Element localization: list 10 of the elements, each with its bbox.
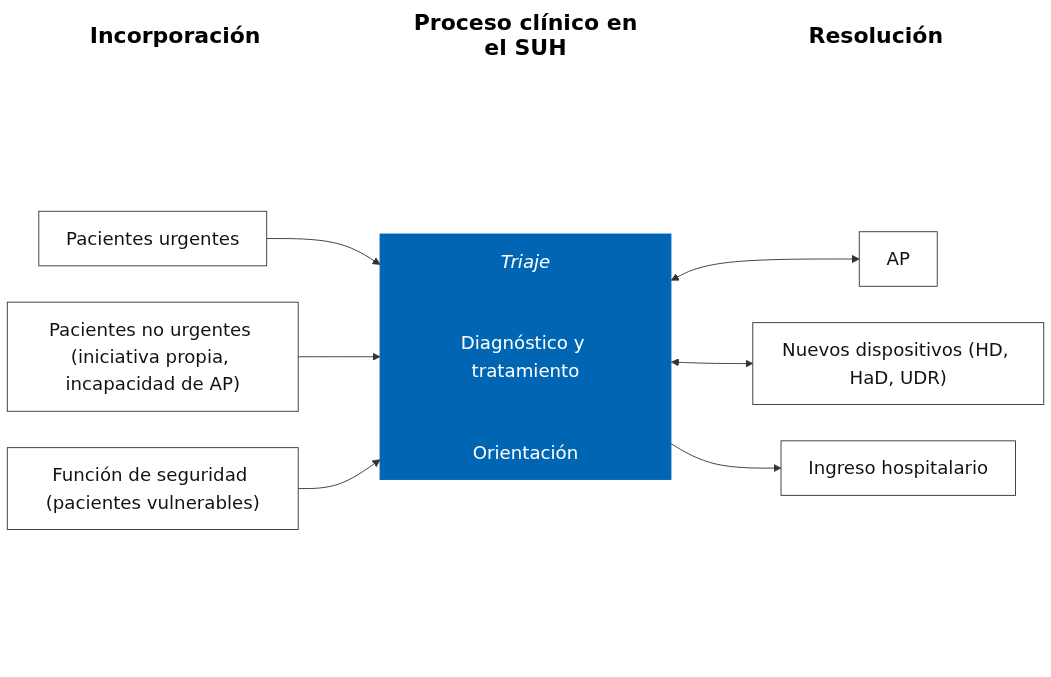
node-box: Triaje Diagnóstico y tratamiento Orientación [379,233,672,480]
column-heading: Resolución [807,22,945,48]
node-box: Nuevos dispositivos (HD, HaD, UDR) [752,321,1045,405]
node-box: Ingreso hospitalario [780,440,1016,496]
node-box: AP [858,230,938,287]
node-box: Pacientes urgentes [38,210,268,266]
column-heading: Incorporación [88,22,262,48]
column-heading: Proceso clínico en el SUH [412,10,639,60]
node-box: Función de seguridad (pacientes vulnerables) [6,446,299,530]
node-box: Pacientes no urgentes (iniciativa propia, incapacidad de AP) [6,301,299,412]
